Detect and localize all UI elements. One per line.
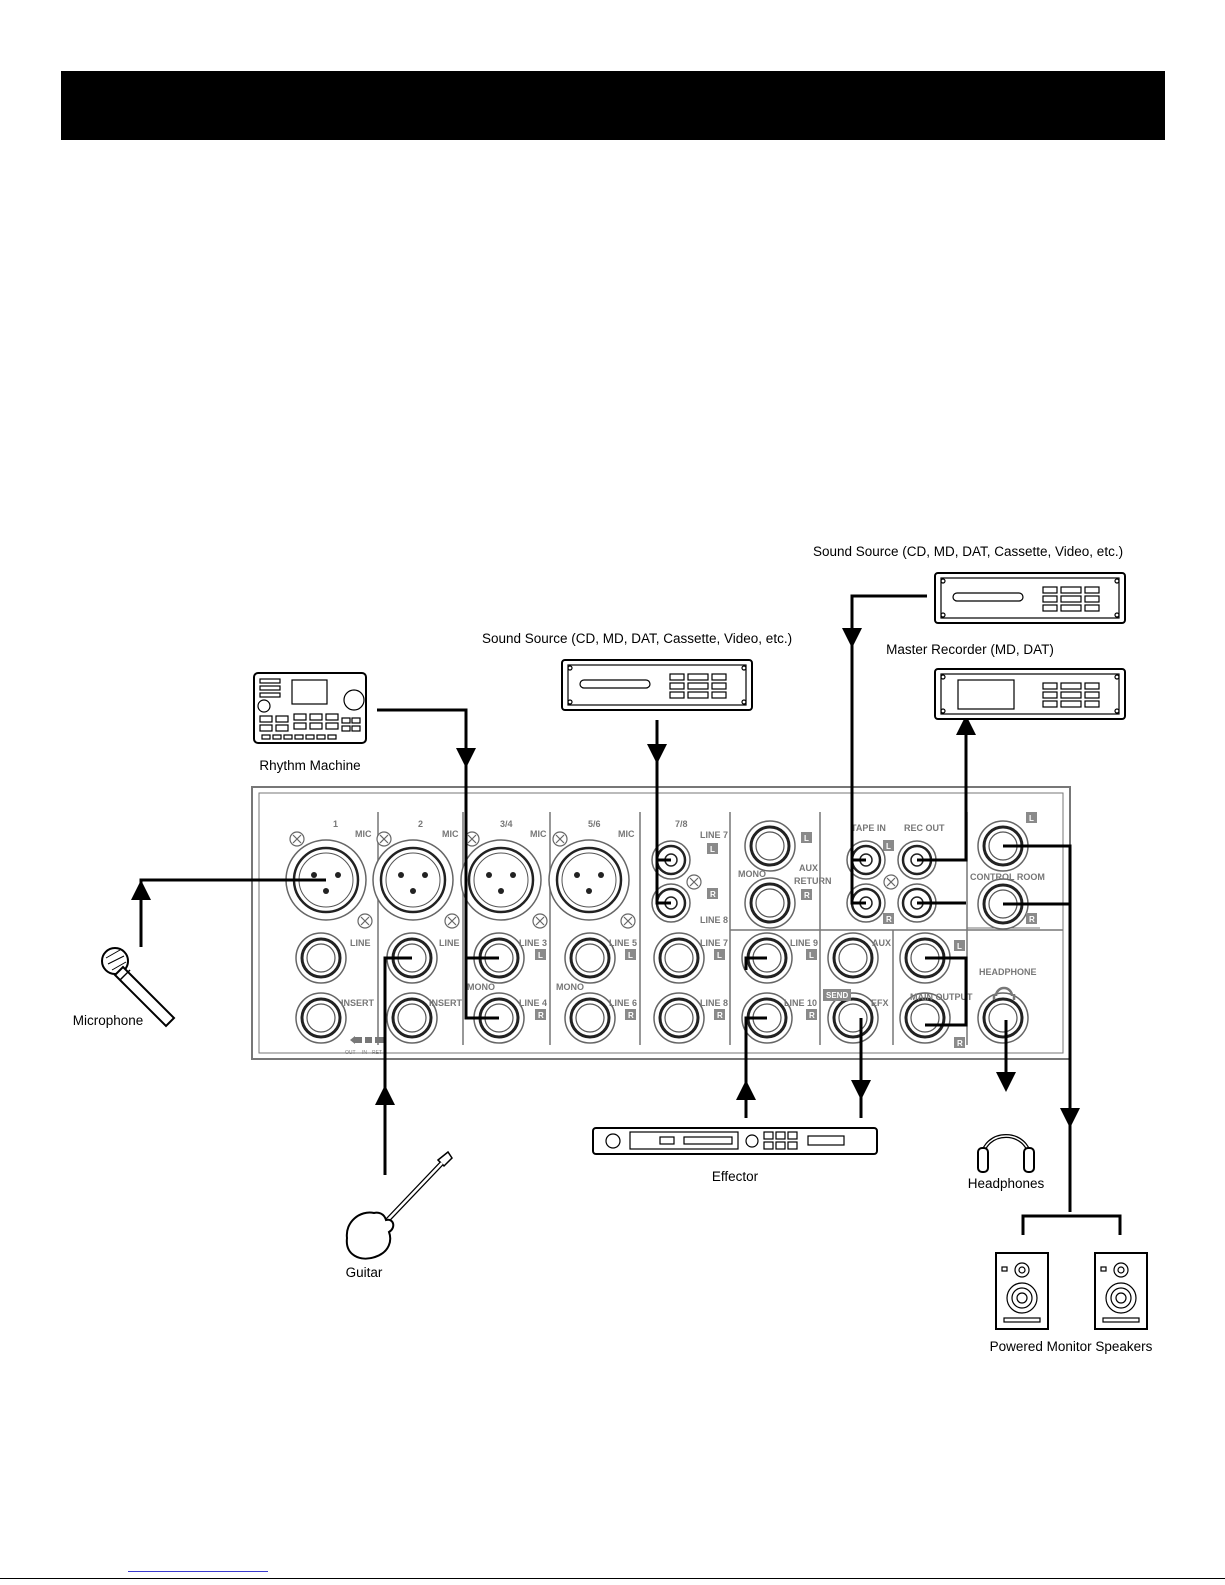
rca-line8-label: LINE 8 (700, 915, 728, 925)
svg-text:R: R (804, 891, 810, 900)
svg-text:L: L (809, 951, 814, 960)
svg-text:IN: IN (362, 1050, 367, 1056)
svg-text:L: L (710, 845, 715, 854)
svg-text:RET: RET (372, 1050, 382, 1056)
svg-text:R: R (957, 1039, 963, 1048)
svg-text:R: R (628, 1011, 634, 1020)
headphone-label: HEADPHONE (979, 967, 1037, 977)
powered-monitor-speakers-label: Powered Monitor Speakers (990, 1339, 1153, 1354)
sound-source-1-icon (561, 659, 753, 711)
headphones-icon (977, 1134, 1035, 1173)
svg-text:L: L (538, 951, 543, 960)
arrows (131, 628, 1080, 1128)
ch1-insert-label: INSERT (341, 998, 375, 1008)
ch1-line-label: LINE (350, 938, 371, 948)
ch2-mic-label: MIC (442, 829, 459, 839)
line5-label: LINE 5 (609, 938, 637, 948)
aux-send-aux-label: AUX (872, 938, 891, 948)
ch78-line8-label: LINE 8 (700, 998, 728, 1008)
svg-text:L: L (957, 942, 962, 951)
svg-text:R: R (1029, 915, 1035, 924)
ch56-mic-label: MIC (618, 829, 635, 839)
aux-send-label: SEND (826, 991, 848, 1000)
svg-text:L: L (717, 951, 722, 960)
speaker-left-icon (995, 1252, 1049, 1330)
sound-source-2-label: Sound Source (CD, MD, DAT, Cassette, Vid… (813, 544, 1123, 559)
rhythm-machine-icon (253, 672, 367, 744)
line4-label: LINE 4 (519, 998, 547, 1008)
ch1-label: 1 (333, 819, 338, 829)
line10-label: LINE 10 (784, 998, 817, 1008)
svg-text:L: L (886, 842, 891, 851)
rhythm-machine-label: Rhythm Machine (259, 758, 360, 773)
ch2-label: 2 (418, 819, 423, 829)
rca-line7-label: LINE 7 (700, 830, 728, 840)
guitar-icon (345, 1150, 453, 1260)
ch78-label: 7/8 (675, 819, 688, 829)
insert-plug-icon: OUT IN RET (345, 1034, 385, 1056)
aux-return-aux-label: AUX (799, 863, 818, 873)
svg-text:L: L (804, 834, 809, 843)
tape-in-label: TAPE IN (851, 823, 886, 833)
speaker-right-icon (1094, 1252, 1148, 1330)
svg-text:L: L (628, 951, 633, 960)
headphone-icon (992, 986, 1016, 1000)
ch2-insert-label: INSERT (429, 998, 463, 1008)
effector-label: Effector (712, 1169, 759, 1184)
svg-text:R: R (886, 915, 892, 924)
title-bar (61, 71, 1165, 140)
line6-label: LINE 6 (609, 998, 637, 1008)
sound-source-2-icon (934, 572, 1126, 624)
line9-label: LINE 9 (790, 938, 818, 948)
main-output-label: MAIN OUTPUT (910, 992, 973, 1002)
ch56-mono-label: MONO (556, 982, 584, 992)
svg-text:L: L (1029, 814, 1034, 823)
mixer-rear-panel: 1 MIC 2 MIC 3/4 MIC 5/6 MIC 7/8 LINE INS… (251, 786, 1071, 1060)
ch34-mic-label: MIC (530, 829, 547, 839)
svg-text:R: R (710, 890, 716, 899)
svg-text:R: R (809, 1011, 815, 1020)
guitar-label: Guitar (346, 1265, 383, 1280)
footer-link (128, 1571, 268, 1572)
aux-return-label: RETURN (794, 876, 832, 886)
headphones-label: Headphones (968, 1176, 1045, 1191)
microphone-label: Microphone (73, 1013, 144, 1028)
svg-text:R: R (717, 1011, 723, 1020)
master-recorder-label: Master Recorder (MD, DAT) (886, 642, 1054, 657)
efx-label: EFX (871, 998, 889, 1008)
svg-text:OUT: OUT (345, 1050, 356, 1056)
sound-source-1-label: Sound Source (CD, MD, DAT, Cassette, Vid… (482, 631, 792, 646)
svg-text:R: R (538, 1011, 544, 1020)
aux-return-mono-label: MONO (738, 869, 766, 879)
master-recorder-icon (934, 668, 1126, 720)
ch2-line-label: LINE (439, 938, 460, 948)
ch34-label: 3/4 (500, 819, 513, 829)
footer-rule (0, 1578, 1225, 1579)
control-room-label: CONTROL ROOM (970, 872, 1045, 882)
ch78-line7-label: LINE 7 (700, 938, 728, 948)
channel-badges: L R L R L R L R L R L R L R L R L R (535, 812, 1037, 1048)
ch56-label: 5/6 (588, 819, 601, 829)
ch34-mono-label: MONO (467, 982, 495, 992)
effector-icon (592, 1127, 878, 1155)
microphone-icon (101, 947, 176, 1028)
line3-label: LINE 3 (519, 938, 547, 948)
ch1-mic-label: MIC (355, 829, 372, 839)
rec-out-label: REC OUT (904, 823, 945, 833)
